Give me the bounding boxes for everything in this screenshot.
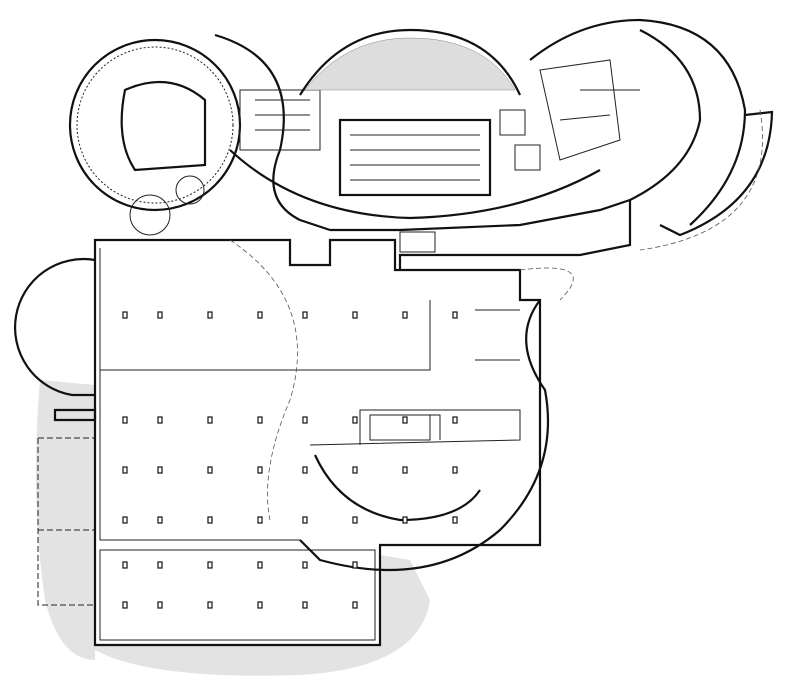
structural-column bbox=[157, 601, 163, 609]
structural-column bbox=[122, 601, 128, 609]
structural-column bbox=[157, 516, 163, 524]
structural-column bbox=[452, 466, 458, 474]
south-corridor bbox=[309, 309, 521, 446]
parking-inner bbox=[99, 248, 431, 641]
structural-column bbox=[302, 466, 308, 474]
pool-hall-dome bbox=[299, 28, 521, 96]
structural-column bbox=[402, 416, 408, 424]
northwest-core bbox=[120, 80, 207, 172]
structural-column bbox=[352, 311, 358, 319]
northwest-rooms bbox=[239, 89, 321, 151]
dashed-outline-1 bbox=[229, 239, 298, 521]
northeast-wing bbox=[529, 18, 747, 226]
south-curved-wing bbox=[299, 299, 550, 572]
northwest-rotunda-inner bbox=[76, 46, 234, 204]
east-dashed bbox=[639, 109, 763, 251]
structural-column bbox=[302, 516, 308, 524]
core-stair bbox=[369, 414, 431, 441]
pool-hall-floor bbox=[229, 149, 601, 220]
swimming-pool bbox=[338, 118, 492, 197]
structural-column bbox=[207, 466, 213, 474]
structural-column bbox=[207, 516, 213, 524]
structural-column bbox=[402, 466, 408, 474]
structural-column bbox=[452, 516, 458, 524]
structural-column bbox=[352, 516, 358, 524]
structural-column bbox=[352, 416, 358, 424]
structural-column bbox=[122, 466, 128, 474]
structural-column bbox=[302, 416, 308, 424]
structural-column bbox=[257, 561, 263, 569]
structural-column bbox=[352, 601, 358, 609]
dashed-outline-2 bbox=[519, 267, 574, 301]
structural-column bbox=[207, 416, 213, 424]
south-curved-inner bbox=[313, 454, 481, 522]
structural-column bbox=[302, 561, 308, 569]
structural-column bbox=[207, 601, 213, 609]
structural-column bbox=[157, 311, 163, 319]
structural-column bbox=[257, 311, 263, 319]
east-balcony bbox=[659, 110, 774, 237]
elevator bbox=[399, 231, 436, 253]
parking-level-outline bbox=[93, 238, 542, 647]
lounge-round bbox=[129, 194, 171, 236]
structural-column bbox=[352, 561, 358, 569]
structural-column bbox=[257, 416, 263, 424]
structural-column bbox=[157, 561, 163, 569]
structural-column bbox=[352, 466, 358, 474]
structural-column bbox=[452, 311, 458, 319]
northeast-curve bbox=[629, 29, 702, 201]
structural-column bbox=[122, 416, 128, 424]
structural-column bbox=[452, 416, 458, 424]
pool-lanes bbox=[350, 134, 480, 181]
left-rotunda bbox=[13, 257, 96, 397]
structural-column bbox=[122, 561, 128, 569]
structural-column bbox=[157, 416, 163, 424]
spiral-stair bbox=[175, 175, 205, 205]
structural-column bbox=[207, 311, 213, 319]
structural-column bbox=[157, 466, 163, 474]
structural-column bbox=[402, 311, 408, 319]
jacuzzi-2 bbox=[514, 144, 541, 171]
structural-column bbox=[122, 516, 128, 524]
left-annex bbox=[37, 437, 95, 606]
pool-hall-hatch bbox=[304, 37, 516, 91]
service-corridor bbox=[330, 198, 632, 270]
northeast-rooms bbox=[539, 59, 640, 161]
structural-column bbox=[302, 601, 308, 609]
structural-column bbox=[257, 516, 263, 524]
northwest-rotunda bbox=[68, 38, 242, 212]
structural-column bbox=[257, 466, 263, 474]
structural-column bbox=[122, 311, 128, 319]
structural-column bbox=[207, 561, 213, 569]
structural-column bbox=[402, 516, 408, 524]
jacuzzi-1 bbox=[499, 109, 526, 136]
structural-column bbox=[302, 311, 308, 319]
structural-column bbox=[257, 601, 263, 609]
